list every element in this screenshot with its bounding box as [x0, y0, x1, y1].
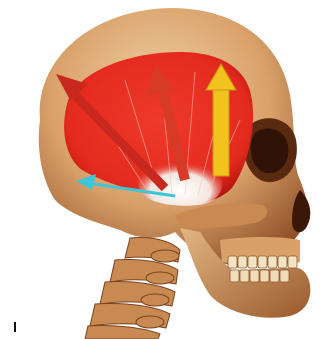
cervical-spine	[85, 238, 180, 339]
eye-orbit-inner	[251, 128, 289, 173]
upper-teeth	[228, 256, 297, 268]
margin-mark	[14, 322, 16, 332]
